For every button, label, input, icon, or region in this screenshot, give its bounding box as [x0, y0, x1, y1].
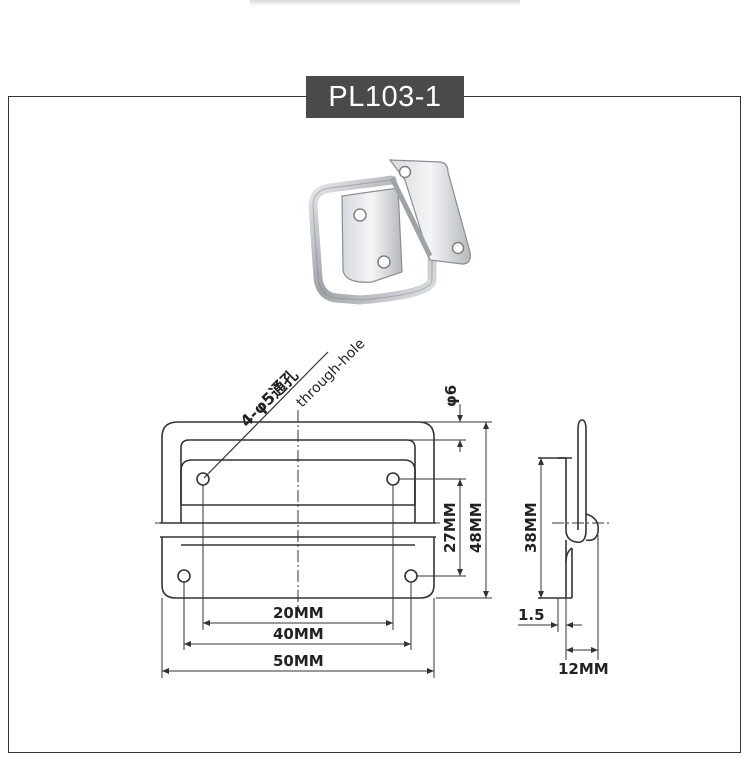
arrowheads	[162, 415, 598, 674]
hole-spec-label: 4-φ5通孔	[236, 365, 301, 430]
dim-12mm: 12MM	[558, 660, 609, 678]
top-fade-strip	[250, 0, 520, 6]
hole-leader	[203, 351, 329, 479]
dim-27mm: 27MM	[441, 502, 459, 553]
dim-48mm: 48MM	[467, 502, 485, 553]
hole-dia-label: φ6	[442, 385, 460, 407]
side-view-dims	[518, 458, 599, 660]
dim-1-5: 1.5	[518, 606, 545, 624]
dim-20mm: 20MM	[273, 604, 324, 622]
dim-38mm: 38MM	[522, 502, 540, 553]
folding-handle-product-photo	[308, 159, 471, 305]
dim-50mm: 50MM	[273, 652, 324, 670]
through-hole-label: through-hole	[294, 336, 369, 411]
dim-40mm: 40MM	[273, 625, 324, 643]
model-title: PL103-1	[306, 76, 464, 118]
side-view	[538, 419, 600, 599]
dimension-lines	[161, 404, 492, 678]
